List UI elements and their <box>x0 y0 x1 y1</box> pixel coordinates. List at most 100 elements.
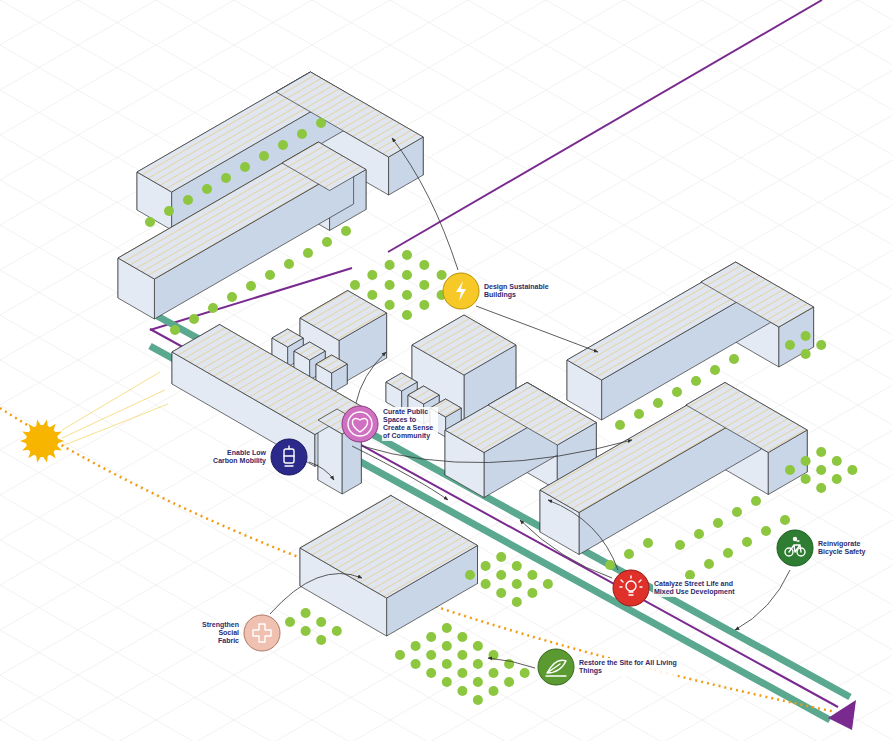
circle-fill <box>538 649 574 685</box>
sun-path <box>0 408 836 712</box>
tree <box>442 641 452 651</box>
tree <box>496 552 506 562</box>
tree <box>341 226 351 236</box>
context-line <box>0 0 892 225</box>
callout-node: Reinvigorate Bicycle Safety <box>776 529 881 567</box>
callout-text-group: Restore the Site for All Living Things <box>578 658 678 676</box>
context-line <box>0 0 892 495</box>
tree <box>457 632 467 642</box>
tree <box>832 474 842 484</box>
tree <box>402 270 412 280</box>
leader-arrow <box>309 462 334 480</box>
callout-label: Curate Public Spaces to Create a Sense o… <box>382 407 438 441</box>
icon-glyph <box>456 281 466 301</box>
tram-icon <box>288 446 289 449</box>
tree <box>221 173 231 183</box>
tree <box>780 515 790 525</box>
tree <box>402 250 412 260</box>
tree <box>816 447 826 457</box>
tree <box>801 349 811 359</box>
icon-glyph <box>785 538 805 557</box>
building-roof <box>300 496 478 599</box>
context-line <box>0 540 892 741</box>
tree <box>496 588 506 598</box>
tree <box>481 579 491 589</box>
circle-fill <box>443 273 479 309</box>
tree <box>246 281 256 291</box>
buildings <box>118 72 814 636</box>
bolt-icon <box>456 281 466 301</box>
context-line <box>0 0 892 90</box>
tree <box>801 331 811 341</box>
context-line <box>0 0 892 20</box>
callout-text-group: Reinvigorate Bicycle Safety <box>817 539 881 557</box>
leader-arrow <box>392 138 458 270</box>
tree <box>145 217 155 227</box>
tree <box>385 280 395 290</box>
context-line <box>0 450 892 741</box>
leaf-icon <box>547 660 566 673</box>
building-roof <box>316 355 347 373</box>
circle-fill <box>271 439 307 475</box>
context-line <box>0 25 892 540</box>
tree <box>473 659 483 669</box>
context-line <box>0 655 892 741</box>
leader-arrow <box>270 574 362 615</box>
tree <box>832 456 842 466</box>
tree <box>527 588 537 598</box>
context-line <box>0 405 892 741</box>
callout-circle <box>612 569 650 607</box>
leader-arrow <box>476 306 598 352</box>
tree <box>442 623 452 633</box>
building-roof <box>701 262 814 327</box>
sun-disc <box>26 425 58 457</box>
tree <box>512 597 522 607</box>
tree <box>489 668 499 678</box>
building-roof <box>412 315 516 375</box>
context-line <box>0 610 892 741</box>
tree <box>322 237 332 247</box>
tree <box>801 456 811 466</box>
tree <box>473 695 483 705</box>
callout-label: Strengthen Social Fabric <box>196 620 240 646</box>
tree <box>691 376 701 386</box>
leader-arrow <box>548 500 618 570</box>
building-roof <box>276 72 423 157</box>
tree <box>284 259 294 269</box>
sun-ray <box>62 390 165 438</box>
tree <box>473 677 483 687</box>
tree <box>367 290 377 300</box>
building-roof <box>386 373 417 391</box>
context-line <box>0 0 892 270</box>
context-line <box>0 0 892 110</box>
tree <box>473 641 483 651</box>
callout-circle <box>442 272 480 310</box>
tree <box>297 129 307 139</box>
tree <box>170 325 180 335</box>
tree <box>457 686 467 696</box>
context-line <box>0 340 892 741</box>
ring-icon <box>348 412 372 436</box>
greenway-band <box>150 312 850 697</box>
callout-circle <box>341 405 379 443</box>
tree <box>643 538 653 548</box>
tree <box>481 561 491 571</box>
building-roof <box>408 386 439 404</box>
tree <box>634 409 644 419</box>
callout-circle <box>270 438 308 476</box>
tree <box>419 300 429 310</box>
sun-symbol <box>20 420 64 463</box>
callout-node: Curate Public Spaces to Create a Sense o… <box>341 405 438 443</box>
tree <box>527 570 537 580</box>
tree <box>259 151 269 161</box>
context-line <box>0 495 892 741</box>
callout-node: Enable Low Carbon Mobility <box>211 438 308 476</box>
context-line <box>0 315 892 741</box>
tree <box>847 465 857 475</box>
tree <box>816 483 826 493</box>
callout-circle <box>776 529 814 567</box>
icon-glyph <box>253 624 271 642</box>
